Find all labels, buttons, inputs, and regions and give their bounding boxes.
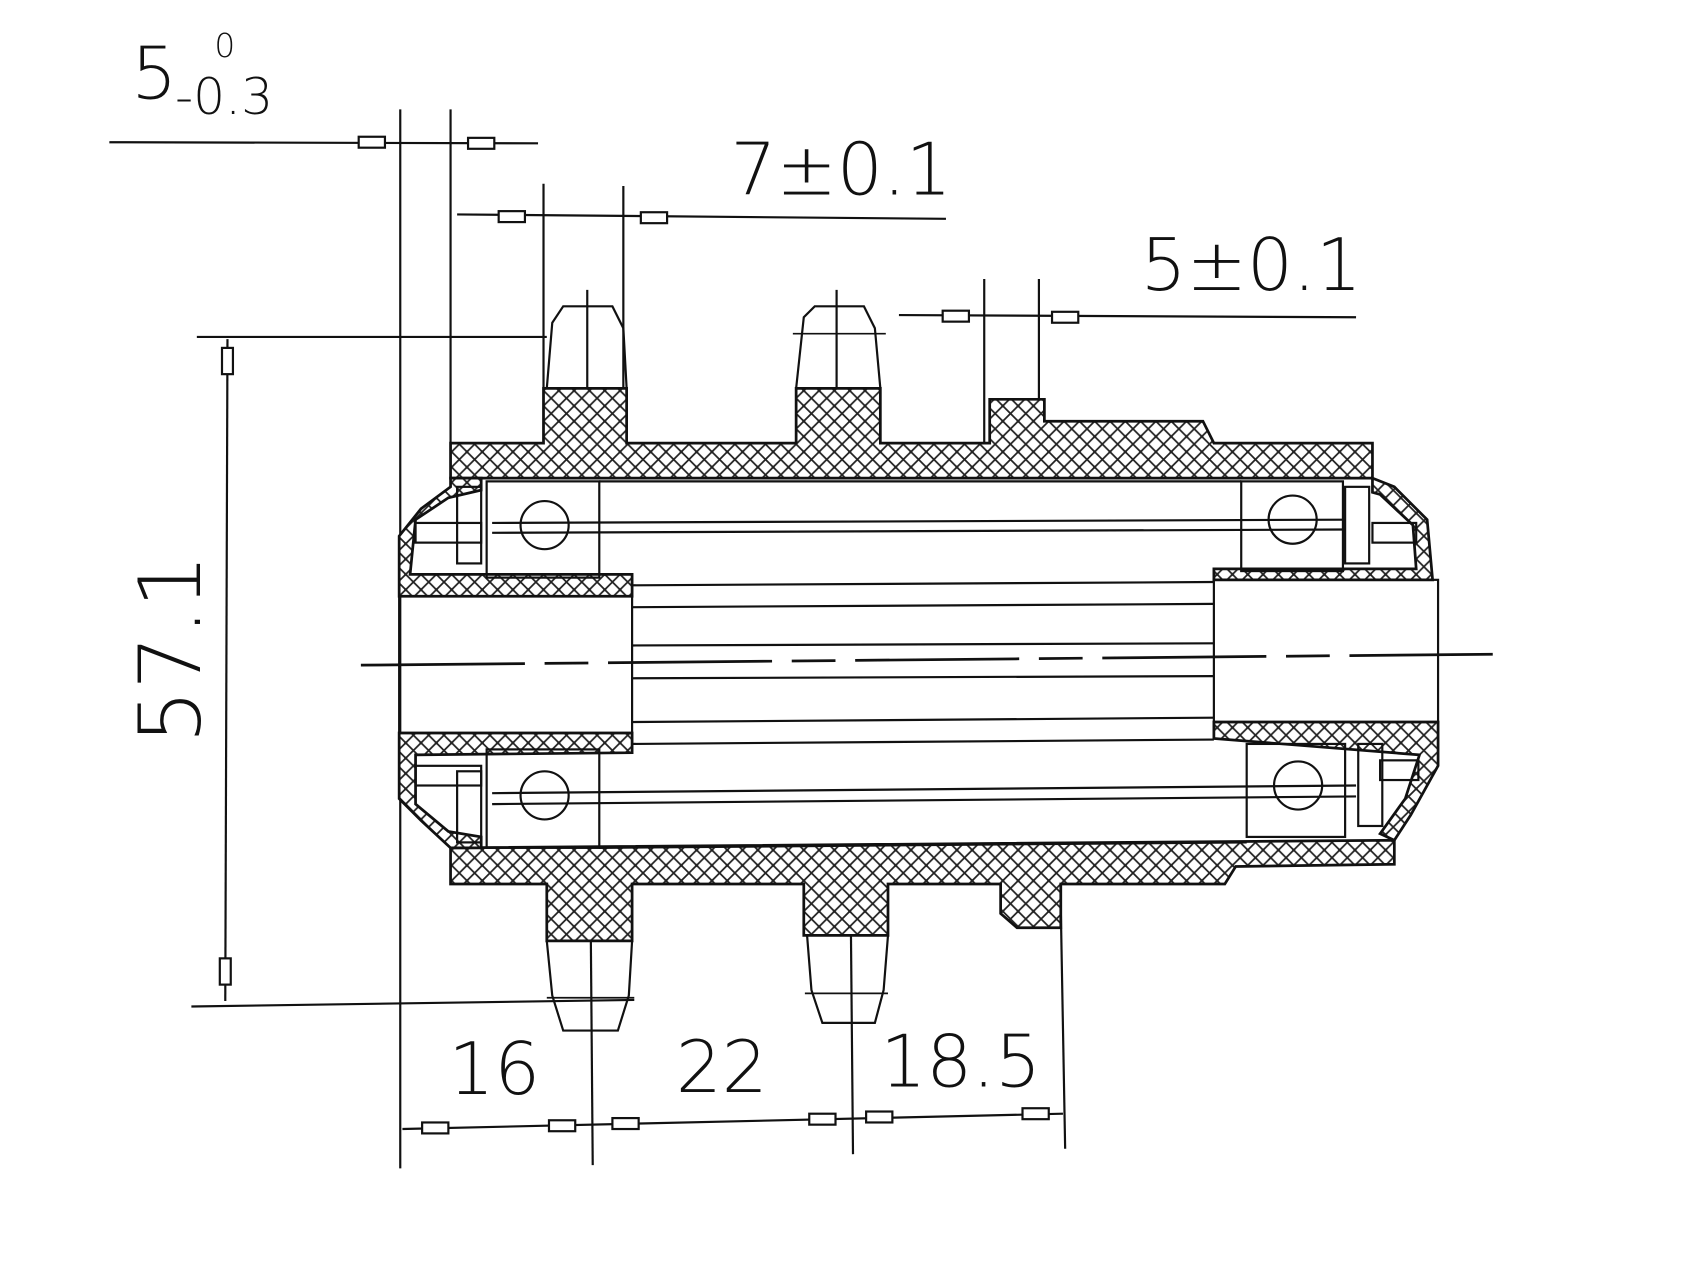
dim-tooth-width: 7±0.1: [457, 129, 952, 449]
dim-span-3: 18.5: [880, 1020, 1041, 1104]
arrow-icon: [611, 1116, 640, 1131]
arrow-icon: [466, 136, 496, 150]
arrow-icon: [357, 135, 387, 149]
sprocket-housing: [449, 289, 1396, 1032]
arrow-icon: [941, 309, 971, 323]
dim-boss-width: 5±0.1: [898, 224, 1362, 444]
arrow-icon: [220, 346, 235, 376]
dim-groove-nominal: 5: [131, 32, 177, 116]
arrow-icon: [218, 957, 232, 986]
dim-span-1: 16: [448, 1028, 540, 1112]
dim-tooth-width-label: 7±0.1: [731, 129, 952, 213]
dim-groove-upper-tol: 0: [214, 27, 235, 65]
end-caps: [397, 476, 1440, 850]
dim-tooth-diameter-label: 57.1: [122, 554, 221, 744]
dim-tooth-diameter: 57.1: [122, 335, 635, 1008]
shaft: [360, 480, 1493, 849]
arrow-icon: [1050, 310, 1080, 324]
arrow-icon: [1021, 1107, 1050, 1121]
dim-boss-width-label: 5±0.1: [1141, 224, 1362, 308]
arrow-icon: [639, 211, 669, 225]
arrow-icon: [808, 1112, 837, 1126]
dim-span-2: 22: [676, 1026, 768, 1110]
arrow-icon: [547, 1119, 577, 1133]
dim-bottom-spans: 16 22 18.5: [402, 902, 1067, 1166]
arrow-icon: [421, 1121, 450, 1135]
arrow-icon: [497, 210, 527, 224]
centerline: [360, 652, 1493, 667]
dim-groove-lower-tol: -0.3: [175, 67, 273, 126]
arrow-icon: [865, 1110, 894, 1124]
